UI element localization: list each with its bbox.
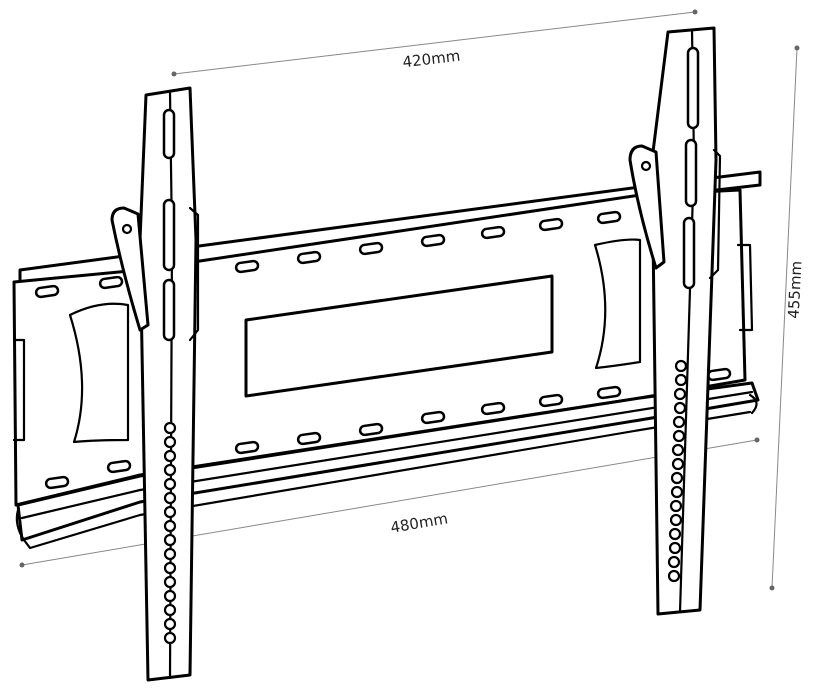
dimension-label-height: 455mm [785,260,806,319]
arm-hole [670,485,684,499]
arm-hole [163,449,177,463]
dimension-endpoint [769,585,775,591]
slot [296,431,322,446]
arm-hole [674,373,688,387]
right-arm-holes [667,359,688,583]
rail-left-curl [15,508,26,542]
slot [538,217,564,232]
slot [420,410,446,425]
slot [234,440,260,455]
dimension-height-group: 455mm [769,45,806,591]
arm-slot [162,198,176,272]
arm-hole [163,477,177,491]
arm-hole [163,575,177,589]
wall-plate-lower-rail [16,381,760,542]
arm-hole [667,569,681,583]
dimension-endpoint [19,562,25,568]
arm-hole [669,499,683,513]
left-tv-arm [110,86,200,682]
slot [480,401,506,416]
upper-slot-row [34,210,622,299]
arm-slot [162,108,176,160]
dimension-endpoint [754,437,760,443]
arm-hole [163,561,177,575]
slot [480,225,506,240]
slot [296,250,322,265]
arm-hole [163,463,177,477]
arm-hole [163,505,177,519]
arm-hole [672,429,686,443]
arm-hole [163,589,177,603]
slot [706,367,732,382]
slot [98,275,124,290]
arm-hole [163,491,177,505]
arm-hole [667,555,681,569]
arm-hole [668,541,682,555]
arm-slot [686,46,700,130]
slot [420,233,446,248]
slot [596,385,622,400]
dimension-endpoint [171,71,177,77]
hook-pin [121,223,133,235]
arm-hole [670,471,684,485]
arm-hole [163,631,177,645]
arm-slot [684,138,698,208]
right-cutout [593,238,642,370]
arm-hole [674,359,688,373]
arm-hole [163,421,177,435]
right-hook [628,144,666,270]
slot [538,393,564,408]
hook-pin [640,160,652,172]
slot [596,210,622,225]
arm-slot [162,278,176,342]
arm-hole [163,435,177,449]
lower-slot-row [44,367,732,490]
dimension-endpoint [794,45,800,51]
arm-hole [163,533,177,547]
arm-hole [668,527,682,541]
arm-hole [673,387,687,401]
arm-hole [163,547,177,561]
dimension-line-top [173,11,696,75]
right-arm-bracket [708,148,722,280]
dimension-top-group: 420mm [171,9,698,77]
arm-hole [673,401,687,415]
arm-hole [163,617,177,631]
arm-hole [671,443,685,457]
left-hook [110,206,150,332]
slot [106,459,132,474]
left-arm-holes [163,421,177,645]
slot [34,284,60,299]
right-arm-body [650,26,718,616]
left-side-tab [12,338,26,442]
slot [44,475,70,490]
right-tv-arm [628,26,722,616]
slot [358,241,384,256]
arm-slot [682,216,696,290]
right-side-tab [736,243,754,332]
slot [358,422,384,437]
dimension-line-height [771,47,798,589]
arm-hole [672,415,686,429]
arm-hole [163,603,177,617]
dimension-endpoint [692,9,698,15]
center-window [244,274,554,398]
slot [234,259,260,274]
arm-hole [671,457,685,471]
dimension-label-bottom: 480mm [389,509,449,536]
left-arm-bracket [188,206,200,342]
dimension-label-top: 420mm [402,47,462,72]
arm-hole [163,519,177,533]
arm-hole [669,513,683,527]
rail-end-curl [748,393,758,415]
left-cutout [68,302,130,444]
